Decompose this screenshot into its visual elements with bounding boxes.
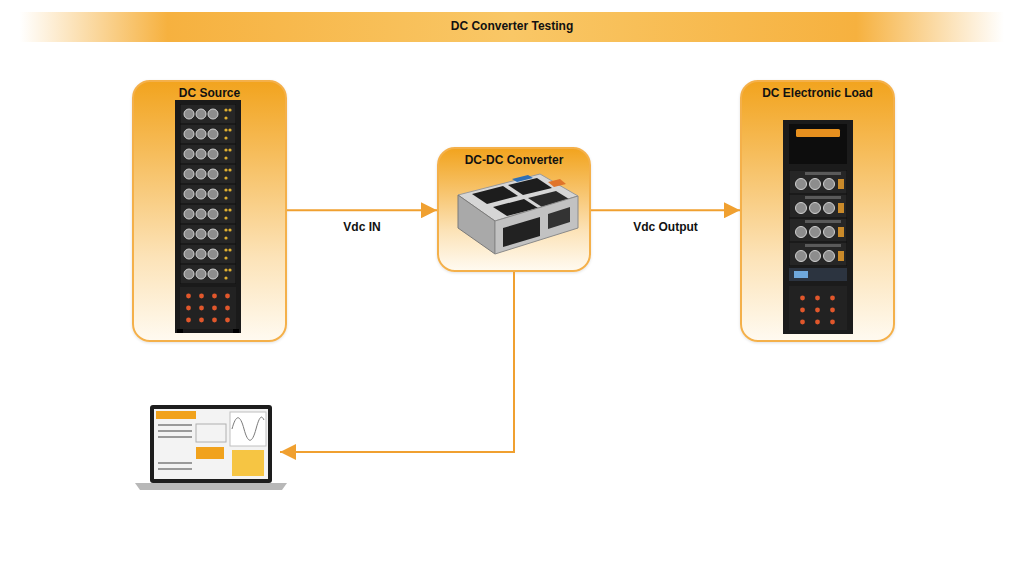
- load-rack: [783, 120, 853, 334]
- screen: [154, 409, 268, 479]
- terminal-grid: [795, 292, 840, 328]
- flow-arrow: [591, 209, 740, 211]
- rack-frame: [783, 120, 853, 334]
- laptop-base: [135, 483, 287, 490]
- node-heading: DC-DC Converter: [439, 149, 589, 167]
- chassis-side: [458, 195, 495, 254]
- laptop-computer: [135, 405, 287, 490]
- rack-panel: [789, 286, 847, 330]
- vent-panel: [472, 186, 518, 204]
- chassis-top: [458, 174, 578, 221]
- rack-panel: [180, 287, 236, 329]
- rack-frame: [175, 100, 241, 333]
- vent-panel: [493, 199, 538, 216]
- app-logo: [156, 411, 196, 419]
- rack-units: [180, 104, 236, 284]
- vent-panel: [508, 178, 552, 195]
- ui-line: [158, 424, 192, 426]
- chassis-front: [495, 196, 578, 254]
- ui-line: [158, 430, 192, 432]
- logo-panel: [789, 124, 847, 164]
- data-link-line: [280, 272, 514, 452]
- title-band: [20, 12, 1004, 42]
- ui-line: [158, 468, 192, 470]
- process-box: DC Source: [132, 80, 287, 342]
- terminal-grid: [182, 290, 234, 326]
- rack-units: [789, 170, 847, 266]
- flow-arrow: [287, 209, 437, 211]
- brand-logo: [796, 129, 840, 137]
- ui-panel: [196, 424, 226, 442]
- waveform: [232, 417, 264, 440]
- rack-foot: [177, 329, 183, 333]
- process-box: DC Electronic Load: [740, 80, 895, 342]
- front-connector: [503, 217, 540, 247]
- source-rack: [175, 100, 241, 333]
- front-connector: [548, 207, 570, 229]
- ui-chart: [230, 412, 266, 446]
- rack-foot: [233, 329, 239, 333]
- ui-panel: [232, 450, 264, 476]
- node-heading: DC Electronic Load: [742, 82, 893, 100]
- process-box: DC-DC Converter: [437, 147, 591, 272]
- ui-line: [158, 462, 192, 464]
- status-display: [794, 271, 808, 278]
- edge-label: Vdc Output: [633, 220, 698, 234]
- converter-device: [458, 174, 578, 254]
- display-strip: [789, 268, 847, 281]
- brand-label: [512, 175, 533, 182]
- ui-button: [196, 447, 224, 459]
- vent-panel: [528, 191, 569, 207]
- node-heading: DC Source: [134, 82, 285, 100]
- edge-label: Vdc IN: [343, 220, 380, 234]
- warning-label: [548, 179, 566, 187]
- diagram-title: DC Converter Testing: [0, 19, 1024, 33]
- ui-line: [158, 436, 192, 438]
- screen-bezel: [150, 405, 272, 483]
